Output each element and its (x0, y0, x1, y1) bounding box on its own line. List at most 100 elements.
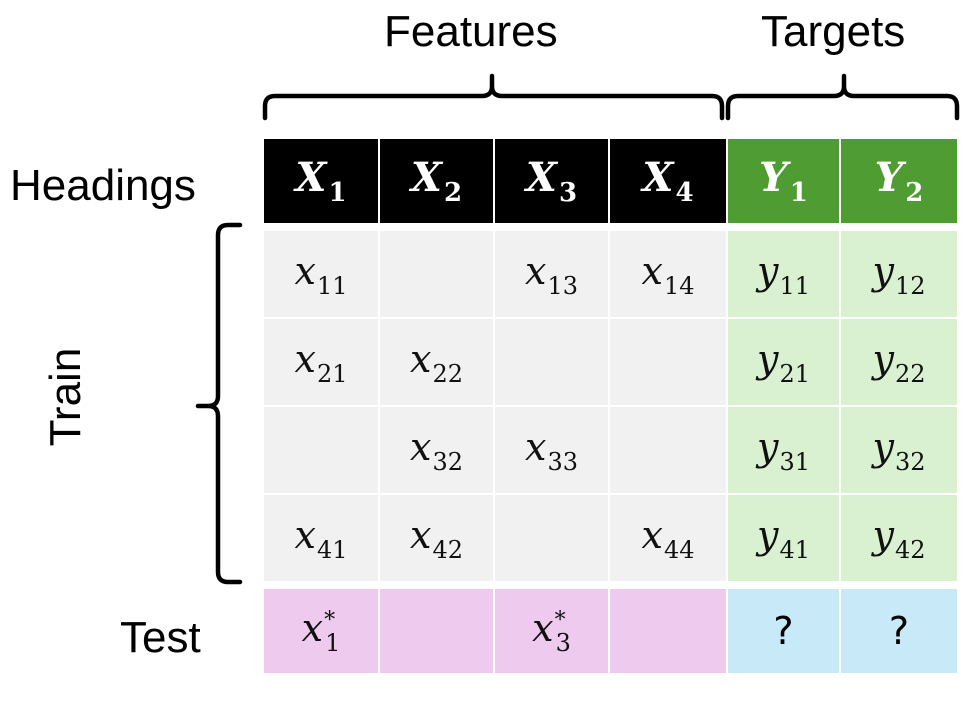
header-cell: X1 (264, 139, 378, 223)
train-cell: x21 (264, 319, 378, 405)
math-subscript: 1 (328, 178, 347, 208)
train-cell: x13 (495, 231, 608, 317)
math-base: y (872, 512, 894, 557)
cell-value: x13 (525, 249, 578, 300)
train-cell: y42 (841, 495, 957, 581)
math-superscript: * (554, 607, 566, 633)
math-base: Y (874, 154, 904, 201)
math-subscript: 14 (663, 271, 695, 300)
math-subscript: 32 (432, 447, 463, 476)
cell-value: y31 (757, 425, 810, 476)
math-subscript: 21 (779, 359, 810, 388)
train-cell: x33 (495, 407, 608, 493)
math-base: y (872, 336, 894, 381)
test-cell: ? (841, 589, 957, 673)
cell-value: x14 (642, 249, 695, 300)
unknown-value: ? (888, 609, 910, 653)
train-cell: y32 (841, 407, 957, 493)
cell-value: x*1 (302, 606, 341, 657)
cell-value: y32 (872, 425, 925, 476)
cell-value: x21 (295, 337, 348, 388)
math-base: x (301, 605, 324, 650)
targets-brace (725, 73, 960, 121)
train-cell: y22 (841, 319, 957, 405)
cell-value: y22 (872, 337, 925, 388)
test-cell (610, 589, 726, 673)
train-cell: y31 (728, 407, 839, 493)
math-base: x (410, 336, 432, 381)
cell-value: x44 (642, 513, 695, 564)
cell-value: y21 (757, 337, 810, 388)
train-cell: x22 (380, 319, 493, 405)
math-subscript: 41 (316, 535, 348, 564)
unknown-value: ? (773, 609, 794, 653)
header-symbol: X4 (642, 154, 693, 208)
train-cell (610, 319, 726, 405)
math-base: x (294, 336, 316, 381)
math-base: Y (759, 154, 788, 201)
header-cell: Y2 (841, 139, 957, 223)
math-base: y (872, 424, 894, 469)
cell-value: y12 (872, 249, 925, 300)
math-subscript: 22 (894, 359, 926, 388)
header-cell: X2 (380, 139, 493, 223)
math-subscript: 32 (894, 447, 926, 476)
test-cell: ? (728, 589, 839, 673)
math-subscript: 12 (894, 271, 926, 300)
math-base: X (642, 154, 674, 201)
math-base: x (525, 424, 547, 469)
math-subscript: 1 (789, 178, 808, 208)
train-cell: x41 (264, 495, 378, 581)
math-base: x (410, 424, 432, 469)
train-cell: y11 (728, 231, 839, 317)
math-base: y (756, 424, 779, 469)
train-cell (380, 231, 493, 317)
headings-label: Headings (10, 161, 196, 210)
header-cell: Y1 (728, 139, 839, 223)
train-cell: x14 (610, 231, 726, 317)
math-subscript: 1 (325, 628, 341, 657)
math-base: y (872, 248, 894, 293)
header-cell: X4 (610, 139, 726, 223)
test-label: Test (120, 613, 201, 662)
math-subscript: 41 (779, 535, 810, 564)
math-base: x (294, 512, 316, 557)
math-base: x (525, 248, 547, 293)
math-superscript: * (324, 607, 336, 633)
test-cell: x*3 (495, 589, 608, 673)
math-subscript: 2 (905, 178, 924, 208)
math-base: x (294, 248, 316, 293)
math-base: X (295, 154, 327, 201)
train-cell (264, 407, 378, 493)
cell-value: x33 (525, 425, 578, 476)
math-subscript: 42 (894, 535, 926, 564)
train-cell: y41 (728, 495, 839, 581)
cell-value: x42 (410, 513, 463, 564)
cell-value: x*3 (532, 606, 571, 657)
train-cell: y12 (841, 231, 957, 317)
math-base: x (641, 512, 663, 557)
train-cell (495, 319, 608, 405)
math-base: X (525, 154, 557, 201)
math-base: x (410, 512, 432, 557)
math-base: y (756, 512, 779, 557)
math-subscript: 11 (779, 271, 810, 300)
math-subscript: 3 (555, 628, 571, 657)
header-symbol: Y1 (759, 154, 808, 208)
math-subscript: 22 (432, 359, 463, 388)
cell-value: x22 (410, 337, 463, 388)
math-subscript: 33 (547, 447, 578, 476)
cell-value: x11 (295, 249, 348, 300)
math-base: x (532, 605, 554, 650)
features-brace (262, 73, 725, 121)
cell-value: y11 (757, 249, 810, 300)
header-symbol: X2 (411, 154, 462, 208)
math-base: y (756, 336, 779, 381)
train-cell: x44 (610, 495, 726, 581)
train-cell: x11 (264, 231, 378, 317)
math-subscript: 3 (558, 178, 578, 208)
cell-value: x32 (410, 425, 463, 476)
math-subscript: 21 (316, 359, 348, 388)
train-cell (495, 495, 608, 581)
math-base: x (641, 248, 663, 293)
